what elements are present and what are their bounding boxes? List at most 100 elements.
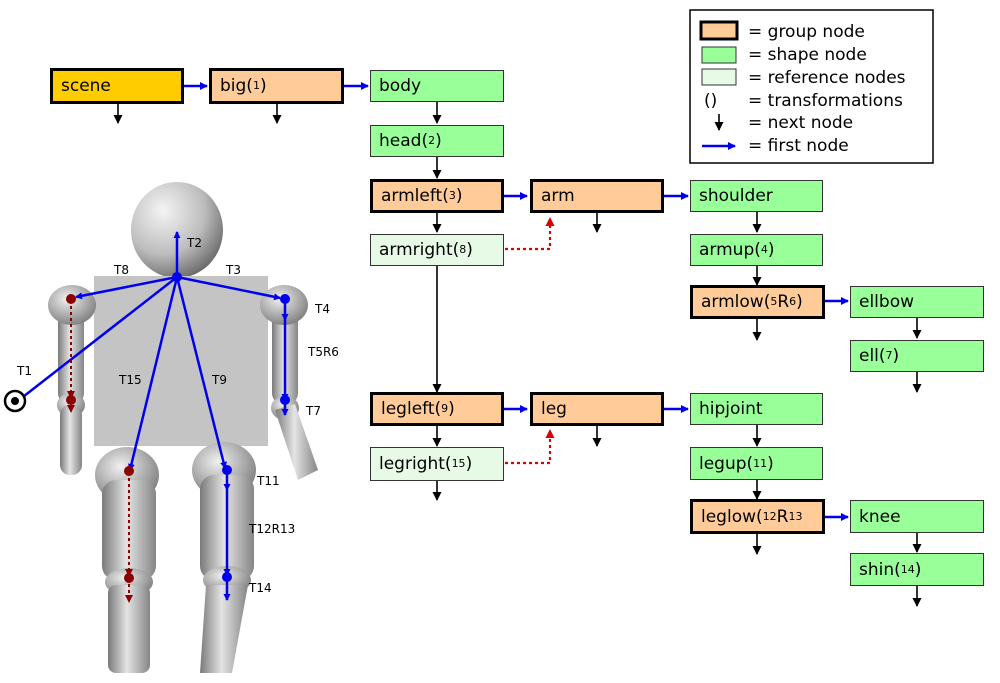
node-shin: shin(14) bbox=[850, 553, 984, 586]
node-armleft: armleft(3) bbox=[370, 179, 504, 213]
left-upper-arm bbox=[58, 300, 84, 405]
ref-legright-leg bbox=[505, 429, 555, 465]
humanoid-figure: T1 T2 T3 T8 T4 T5R6 T7 T15 T9 T11 T12R13… bbox=[3, 182, 339, 673]
node-legright: legright(15) bbox=[370, 447, 504, 481]
node-close: ) bbox=[767, 240, 775, 260]
vector-t1 bbox=[18, 276, 178, 401]
left-shin bbox=[108, 585, 150, 673]
node-label: armlow( bbox=[701, 292, 771, 312]
node-big: big(1) bbox=[209, 68, 344, 104]
node-close: ) bbox=[767, 453, 774, 474]
graph-edges bbox=[113, 82, 922, 607]
legend-label-transform: = transformations bbox=[748, 91, 903, 111]
ref-dot-elbow-left bbox=[66, 395, 76, 405]
node-label: shoulder bbox=[699, 186, 773, 206]
label-t3: T3 bbox=[225, 263, 241, 277]
node-armright: armright(8) bbox=[370, 234, 504, 266]
origin-marker bbox=[3, 389, 27, 413]
joint-dot-elbow-right bbox=[280, 395, 290, 405]
label-t5r6: T5R6 bbox=[307, 345, 339, 359]
ref-armright-arm bbox=[505, 217, 555, 251]
legend-label-next: = next node bbox=[748, 113, 853, 133]
legend-label-first: = first node bbox=[748, 136, 849, 156]
label-t2: T2 bbox=[186, 236, 202, 250]
joint-dot-hip-right bbox=[222, 465, 232, 475]
legend-label-reference: = reference nodes bbox=[748, 68, 906, 88]
node-label: legright( bbox=[379, 454, 452, 474]
legend: = group node = shape node = reference no… bbox=[689, 9, 934, 164]
label-t11: T11 bbox=[256, 474, 280, 488]
node-label: head( bbox=[379, 131, 429, 151]
legend-swatch-shape bbox=[701, 46, 737, 64]
left-thigh bbox=[102, 480, 156, 580]
node-body: body bbox=[370, 70, 504, 102]
node-label: ellbow bbox=[859, 292, 915, 312]
node-mid: R bbox=[777, 292, 790, 312]
node-label: legleft( bbox=[381, 399, 442, 419]
head-shape bbox=[131, 182, 223, 278]
node-ell: ell(7) bbox=[850, 340, 984, 372]
node-close: ) bbox=[796, 292, 803, 312]
node-label: arm bbox=[541, 186, 575, 206]
node-ellbow: ellbow bbox=[850, 286, 984, 318]
node-label: body bbox=[379, 76, 422, 96]
node-close: ) bbox=[455, 186, 463, 206]
joint-dot-knee-right bbox=[222, 572, 232, 582]
joint-dot-torso bbox=[172, 272, 182, 282]
node-mid: R bbox=[776, 506, 789, 527]
label-t4: T4 bbox=[314, 302, 330, 316]
legend-swatch-group bbox=[699, 20, 739, 41]
vector-t9 bbox=[175, 276, 227, 469]
label-t12r13: T12R13 bbox=[248, 522, 295, 536]
node-close: ) bbox=[465, 454, 473, 474]
label-t9: T9 bbox=[211, 373, 227, 387]
node-shoulder: shoulder bbox=[690, 180, 823, 212]
node-label: big( bbox=[220, 76, 253, 96]
right-forearm bbox=[275, 404, 318, 480]
node-label: leg bbox=[541, 399, 567, 419]
legend-transform-symbol: () bbox=[704, 91, 717, 111]
node-label: armright( bbox=[379, 240, 460, 260]
joint-dot-shoulder-right bbox=[280, 294, 290, 304]
node-label: knee bbox=[859, 506, 901, 527]
label-t7: T7 bbox=[305, 404, 321, 418]
legend-swatch-reference bbox=[701, 68, 737, 86]
label-t14: T14 bbox=[248, 581, 272, 595]
label-t1: T1 bbox=[16, 364, 32, 378]
node-label: hipjoint bbox=[699, 399, 763, 419]
node-scene: scene bbox=[50, 68, 184, 104]
node-label: ell( bbox=[859, 346, 886, 366]
node-close: ) bbox=[466, 240, 473, 260]
ref-dot-shoulder-left bbox=[66, 294, 76, 304]
left-forearm bbox=[60, 405, 82, 475]
node-legleft: legleft(9) bbox=[370, 392, 504, 426]
node-knee: knee bbox=[850, 500, 984, 533]
node-leg: leg bbox=[530, 392, 664, 426]
node-arm: arm bbox=[530, 179, 664, 213]
node-armup: armup(4) bbox=[690, 234, 823, 266]
node-head: head(2) bbox=[370, 125, 504, 157]
torso-shape bbox=[94, 276, 268, 446]
label-t8: T8 bbox=[113, 263, 129, 277]
node-close: ) bbox=[914, 559, 922, 580]
label-t15: T15 bbox=[118, 373, 142, 387]
node-close: ) bbox=[448, 399, 455, 419]
vector-t15 bbox=[128, 276, 179, 471]
node-label: armleft( bbox=[381, 186, 449, 206]
vector-t8 bbox=[75, 275, 178, 300]
right-shin bbox=[200, 585, 248, 673]
node-label: scene bbox=[61, 76, 111, 96]
ref-dot-knee-left bbox=[124, 573, 134, 583]
node-hipjoint: hipjoint bbox=[690, 393, 823, 425]
node-legup: legup(11) bbox=[690, 447, 823, 480]
legend-label-shape: = shape node bbox=[748, 45, 867, 65]
node-label: legup( bbox=[699, 453, 754, 474]
vector-t3 bbox=[176, 275, 281, 301]
node-close: ) bbox=[435, 131, 442, 151]
node-close: ) bbox=[892, 346, 900, 366]
node-label: shin( bbox=[859, 559, 901, 580]
